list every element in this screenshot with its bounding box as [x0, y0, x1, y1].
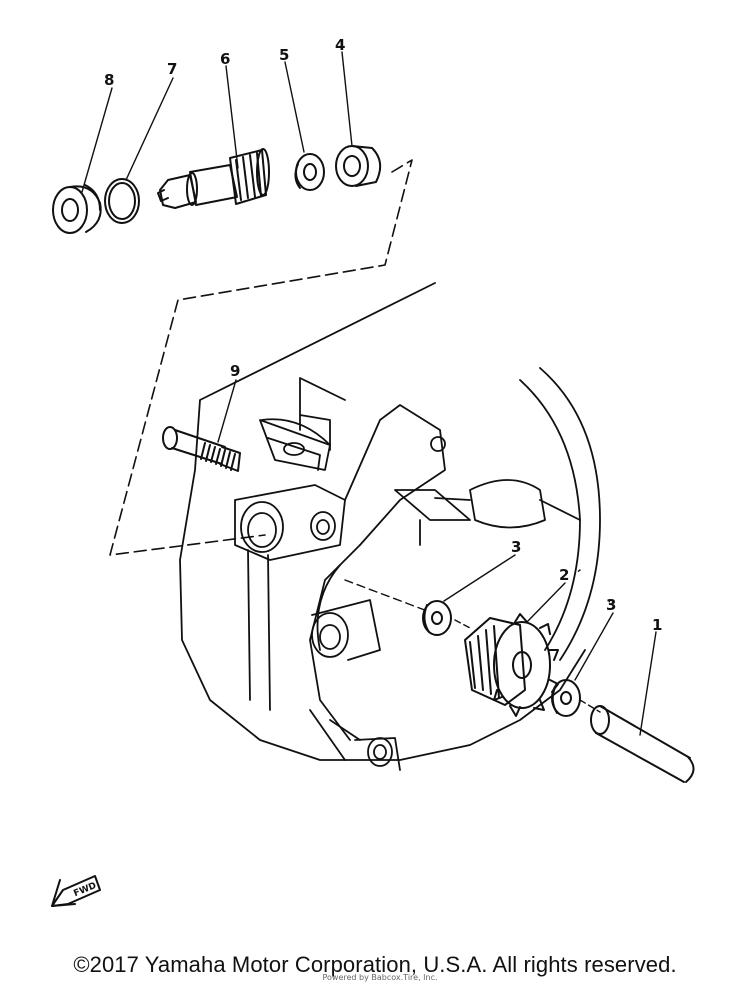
- callout-number: 8: [104, 71, 114, 89]
- crankcase-cover: [179, 282, 601, 771]
- part-2-drive-gear: [464, 613, 559, 717]
- assembly-dashed-outline: [109, 159, 413, 556]
- callout-number: 3: [511, 538, 521, 556]
- callout-number: 5: [279, 46, 289, 64]
- part-1-shaft: [590, 705, 695, 783]
- part-8-oil-seal: [52, 184, 102, 234]
- callout-number: 4: [335, 36, 345, 54]
- part-9-bolt: [162, 426, 241, 472]
- callout-number: 7: [167, 60, 177, 78]
- callout-number: 3: [606, 596, 616, 614]
- part-3-washer-lower: [551, 679, 581, 717]
- copyright-notice: ©2017 Yamaha Motor Corporation, U.S.A. A…: [73, 952, 677, 977]
- callout-number: 2: [559, 566, 569, 584]
- part-6-driven-gear-shaft: [157, 148, 270, 209]
- callout-number: 1: [652, 616, 662, 634]
- callout-number: 9: [230, 362, 240, 380]
- part-5-washer: [294, 153, 325, 191]
- part-4-bushing: [335, 145, 382, 187]
- powered-by-credit: Powered by Babcox.Tire, Inc.: [322, 973, 438, 982]
- part-3-washer-upper: [422, 600, 452, 636]
- callout-number: 6: [220, 50, 230, 68]
- leader-lines: [81, 51, 657, 736]
- part-7-o-ring: [104, 178, 140, 224]
- forward-arrow-icon: [51, 875, 101, 907]
